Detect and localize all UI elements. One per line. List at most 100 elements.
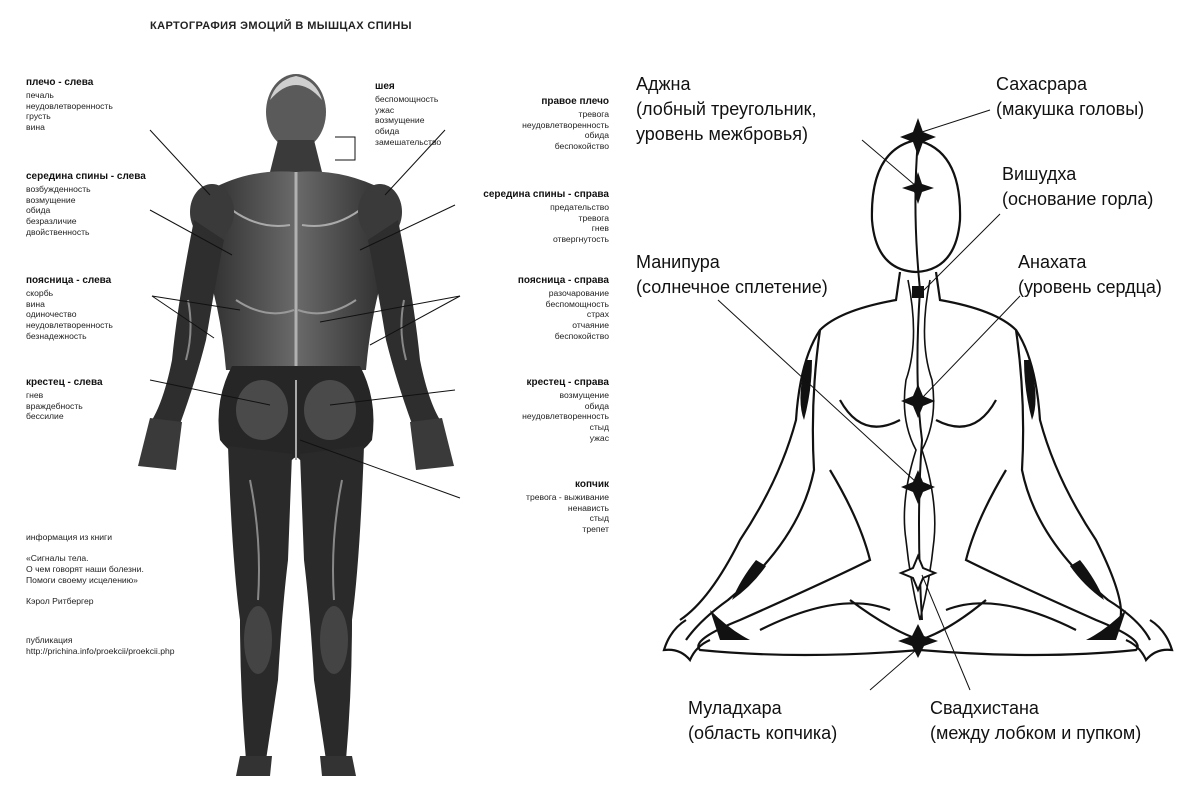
group-mid-back-left: середина спины - слева возбужденность во… — [26, 170, 146, 238]
emotion-item: одиночество — [26, 309, 77, 320]
figure-head — [266, 74, 326, 150]
chakra-svadhisthana-label: Свадхистана (между лобком и пупком) — [930, 696, 1141, 746]
emotion-item: скорбь — [26, 288, 54, 298]
emotion-item: разочарование — [548, 288, 609, 298]
emotion-item: стыд — [589, 422, 609, 433]
group-title: поясница - слева — [26, 275, 112, 286]
emotion-item: печаль — [26, 90, 54, 100]
emotion-item: двойственность — [26, 226, 90, 237]
group-right-shoulder: правое плечо тревога неудовлетворенность… — [469, 95, 609, 152]
group-title: правое плечо — [541, 96, 609, 107]
emotion-item: стыд — [589, 513, 609, 524]
group-left-shoulder: плечо - слева печаль неудовлетворенность… — [26, 76, 113, 133]
group-title: плечо - слева — [26, 77, 94, 88]
meditating-figure-illustration — [662, 109, 1174, 691]
chakra-ajna-label: Аджна (лобный треугольник, уровень межбр… — [636, 72, 817, 147]
chakra-manipura-label: Манипура (солнечное сплетение) — [636, 250, 828, 300]
emotion-item: ужас — [375, 104, 395, 115]
emotion-item: неудовлетворенность — [26, 100, 113, 111]
emotion-item: беспокойство — [554, 330, 609, 341]
emotion-item: гнев — [591, 223, 609, 234]
chakra-desc: (основание горла) — [1002, 189, 1154, 209]
left-leg — [228, 446, 292, 760]
chakra-name: Сахасрара — [996, 74, 1088, 94]
vishuddha-symbol — [912, 286, 924, 298]
emotion-item: беспокойство — [554, 141, 609, 152]
group-sacrum-right: крестец - справа возмущение обида неудов… — [469, 376, 609, 444]
right-arm — [368, 220, 440, 424]
chakra-desc: (макушка головы) — [996, 99, 1145, 119]
publication-label: публикация — [26, 634, 73, 645]
emotion-item: безнадежность — [26, 330, 87, 341]
chakra-desc: (область копчика) — [688, 723, 838, 743]
chakra-desc: (солнечное сплетение) — [636, 277, 828, 297]
figure-neck — [270, 140, 322, 172]
emotion-item: вина — [26, 122, 45, 133]
anahata-symbol — [901, 384, 935, 418]
group-title: середина спины - справа — [483, 189, 609, 200]
emotion-item: бессилие — [26, 411, 64, 422]
emotion-item: обида — [375, 126, 400, 137]
chakra-name: Муладхара — [688, 698, 782, 718]
group-title: крестец - слева — [26, 377, 103, 388]
group-mid-back-right: середина спины - справа предательство тр… — [449, 188, 609, 245]
emotion-item: обида — [26, 205, 51, 216]
central-channel — [914, 139, 924, 621]
emotion-item: беспомощность — [545, 298, 609, 309]
source-line: Помоги своему исцелению» — [26, 574, 138, 585]
group-title: крестец - справа — [526, 377, 609, 388]
chakra-desc: (уровень сердца) — [1018, 277, 1162, 297]
left-hand — [138, 418, 182, 470]
group-coccyx: копчик тревога - выживание ненависть сты… — [469, 478, 609, 535]
emotion-item: обида — [584, 130, 609, 141]
emotion-item: неудовлетворенность — [522, 411, 609, 422]
emotion-item: вина — [26, 298, 45, 309]
source-line: информация из книги — [26, 532, 112, 542]
group-title: шея — [375, 81, 395, 92]
chakra-desc: уровень межбровья) — [636, 124, 808, 144]
source-info: информация из книги «Сигналы тела. О чем… — [26, 532, 175, 656]
emotion-item: тревога - выживание — [526, 492, 609, 502]
emotion-item: предательство — [550, 202, 609, 212]
source-line: «Сигналы тела. — [26, 553, 89, 564]
emotion-item: неудовлетворенность — [522, 119, 609, 130]
pointer-lines — [149, 129, 461, 499]
chakra-desc: (лобный треугольник, — [636, 99, 817, 119]
group-lower-back-right: поясница - справа разочарование беспомощ… — [469, 274, 609, 342]
left-arm — [152, 220, 224, 424]
source-line: О чем говорят наши болезни. — [26, 564, 144, 575]
group-lower-back-left: поясница - слева скорбь вина одиночество… — [26, 274, 113, 342]
emotion-item: возмущение — [375, 115, 425, 126]
chakra-symbols — [898, 118, 938, 658]
left-title: КАРТОГРАФИЯ ЭМОЦИЙ В МЫШЦАХ СПИНЫ — [150, 20, 412, 32]
right-hand — [410, 418, 454, 470]
chakra-sahasrara-label: Сахасрара (макушка головы) — [996, 72, 1144, 122]
ajna-symbol — [902, 172, 934, 204]
publication-url: http://prichina.info/proekcii/proekcii.p… — [26, 645, 175, 656]
emotion-item: неудовлетворенность — [26, 320, 113, 331]
chakra-name: Манипура — [636, 252, 720, 272]
emotion-item: ненависть — [567, 502, 609, 513]
chakra-vishuddha-label: Вишудха (основание горла) — [1002, 162, 1153, 212]
chakra-name: Свадхистана — [930, 698, 1039, 718]
back-muscles-emotion-map: КАРТОГРАФИЯ ЭМОЦИЙ В МЫШЦАХ СПИНЫ — [26, 20, 609, 776]
emotion-item: враждебность — [26, 400, 83, 411]
group-title: середина спины - слева — [26, 171, 146, 182]
emotion-item: страх — [586, 309, 609, 320]
chakra-diagram: Аджна (лобный треугольник, уровень межбр… — [600, 0, 1200, 800]
chakra-muladhara-label: Муладхара (область копчика) — [688, 696, 837, 746]
chakra-desc: (между лобком и пупком) — [930, 723, 1142, 743]
emotion-item: отвергнутость — [552, 234, 609, 245]
emotion-item: безразличие — [26, 216, 77, 227]
group-title: копчик — [575, 479, 609, 490]
sahasrara-symbol — [900, 118, 936, 156]
group-neck: шея беспомощность ужас возмущение обида … — [375, 80, 441, 148]
emotion-item: грусть — [26, 111, 51, 122]
chakra-pointer-lines — [717, 109, 1021, 691]
group-title: поясница - справа — [517, 275, 609, 286]
emotion-item: ужас — [589, 432, 609, 443]
emotion-item: беспомощность — [375, 94, 439, 104]
svadhisthana-symbol — [898, 553, 938, 593]
chakra-anahata-label: Анахата (уровень сердца) — [1018, 250, 1162, 300]
emotion-item: возбужденность — [26, 184, 91, 194]
